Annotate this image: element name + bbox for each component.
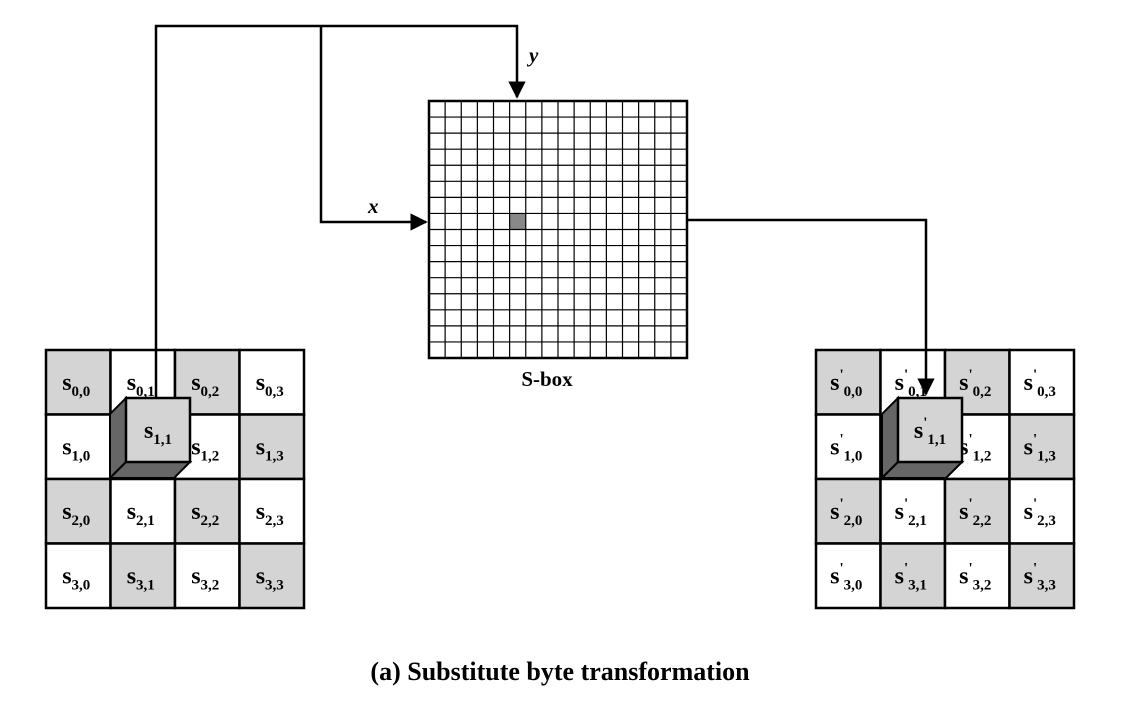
state-cell-3-0: s3,0 xyxy=(44,542,112,610)
output-line xyxy=(688,218,935,396)
svg-text:s'1,0: s'1,0 xyxy=(830,432,862,465)
svg-text:s1,2: s1,2 xyxy=(191,435,219,465)
svg-text:s'1,3: s'1,3 xyxy=(1024,432,1056,465)
svg-text:s'2,1: s'2,1 xyxy=(895,496,927,529)
svg-text:s0,0: s0,0 xyxy=(62,370,90,400)
svg-text:s'3,0: s'3,0 xyxy=(830,561,862,594)
column-lookup-line xyxy=(319,26,428,231)
state-cell-2-2: s2,2 xyxy=(173,477,241,545)
svg-text:s'3,1: s'3,1 xyxy=(895,561,927,594)
svg-text:s2,1: s2,1 xyxy=(127,499,155,529)
state-cell-2-0: s2,0 xyxy=(44,477,112,545)
svg-text:s3,0: s3,0 xyxy=(62,564,90,594)
svg-text:s'2,2: s'2,2 xyxy=(959,496,991,529)
svg-text:s0,3: s0,3 xyxy=(256,370,284,400)
svg-text:s'1,2: s'1,2 xyxy=(959,432,991,465)
svg-text:s2,2: s2,2 xyxy=(191,499,219,529)
svg-text:s'1,1: s'1,1 xyxy=(914,415,946,448)
state-cell-0-3: s'0,3 xyxy=(1008,348,1076,416)
state-cell-3-2: s'3,2 xyxy=(943,542,1011,610)
svg-text:s2,0: s2,0 xyxy=(62,499,90,529)
connector-lines xyxy=(154,24,935,410)
y-label: y xyxy=(526,43,539,67)
state-cell-1-0: s'1,0 xyxy=(814,413,882,481)
svg-text:s'2,0: s'2,0 xyxy=(830,496,862,529)
input-state-matrix: s0,0 s0,1 s0,2 s0,3 s1,0 s1,1 s1,2 s1,3 s2,0 s2,1… xyxy=(44,348,306,610)
state-cell-0-3: s0,3 xyxy=(238,348,306,416)
svg-text:s3,1: s3,1 xyxy=(127,564,155,594)
row-lookup-line xyxy=(154,24,526,410)
s-box-grid xyxy=(427,99,689,360)
s-box-selected-cell xyxy=(509,213,526,230)
svg-text:s1,3: s1,3 xyxy=(256,435,284,465)
selected-byte-cube-left: s1,1 xyxy=(107,395,193,481)
state-cell-2-3: s'2,3 xyxy=(1008,477,1076,545)
state-cell-3-2: s3,2 xyxy=(173,542,241,610)
svg-text:s'0,3: s'0,3 xyxy=(1024,367,1056,400)
state-cell-3-0: s'3,0 xyxy=(814,542,882,610)
state-cell-3-3: s3,3 xyxy=(238,542,306,610)
state-cell-1-0: s1,0 xyxy=(44,413,112,481)
selected-byte-cube-right: s'1,1 xyxy=(879,395,965,481)
state-cell-2-0: s'2,0 xyxy=(814,477,882,545)
svg-text:s'0,0: s'0,0 xyxy=(830,367,862,400)
svg-text:s1,1: s1,1 xyxy=(144,418,172,448)
svg-text:s1,0: s1,0 xyxy=(62,435,90,465)
state-cell-0-0: s'0,0 xyxy=(814,348,882,416)
svg-text:s0,2: s0,2 xyxy=(191,370,219,400)
state-cell-3-1: s3,1 xyxy=(109,542,177,610)
svg-text:s'0,2: s'0,2 xyxy=(959,367,991,400)
svg-text:s'3,2: s'3,2 xyxy=(959,561,991,594)
state-cell-0-0: s0,0 xyxy=(44,348,112,416)
state-cell-2-1: s'2,1 xyxy=(879,477,947,545)
svg-text:s3,3: s3,3 xyxy=(256,564,284,594)
svg-text:s'3,3: s'3,3 xyxy=(1024,561,1056,594)
figure-caption: (a) Substitute byte transformation xyxy=(370,657,750,686)
state-cell-1-3: s1,3 xyxy=(238,413,306,481)
state-cell-3-3: s'3,3 xyxy=(1008,542,1076,610)
svg-text:s0,1: s0,1 xyxy=(127,370,155,400)
state-cell-3-1: s'3,1 xyxy=(879,542,947,610)
s-box-label: S-box xyxy=(521,367,573,391)
svg-text:s3,2: s3,2 xyxy=(191,564,219,594)
state-cell-2-3: s2,3 xyxy=(238,477,306,545)
svg-text:s2,3: s2,3 xyxy=(256,499,284,529)
svg-text:s'2,3: s'2,3 xyxy=(1024,496,1056,529)
x-label: x xyxy=(367,194,379,218)
state-cell-2-2: s'2,2 xyxy=(943,477,1011,545)
state-cell-1-3: s'1,3 xyxy=(1008,413,1076,481)
state-cell-2-1: s2,1 xyxy=(109,477,177,545)
